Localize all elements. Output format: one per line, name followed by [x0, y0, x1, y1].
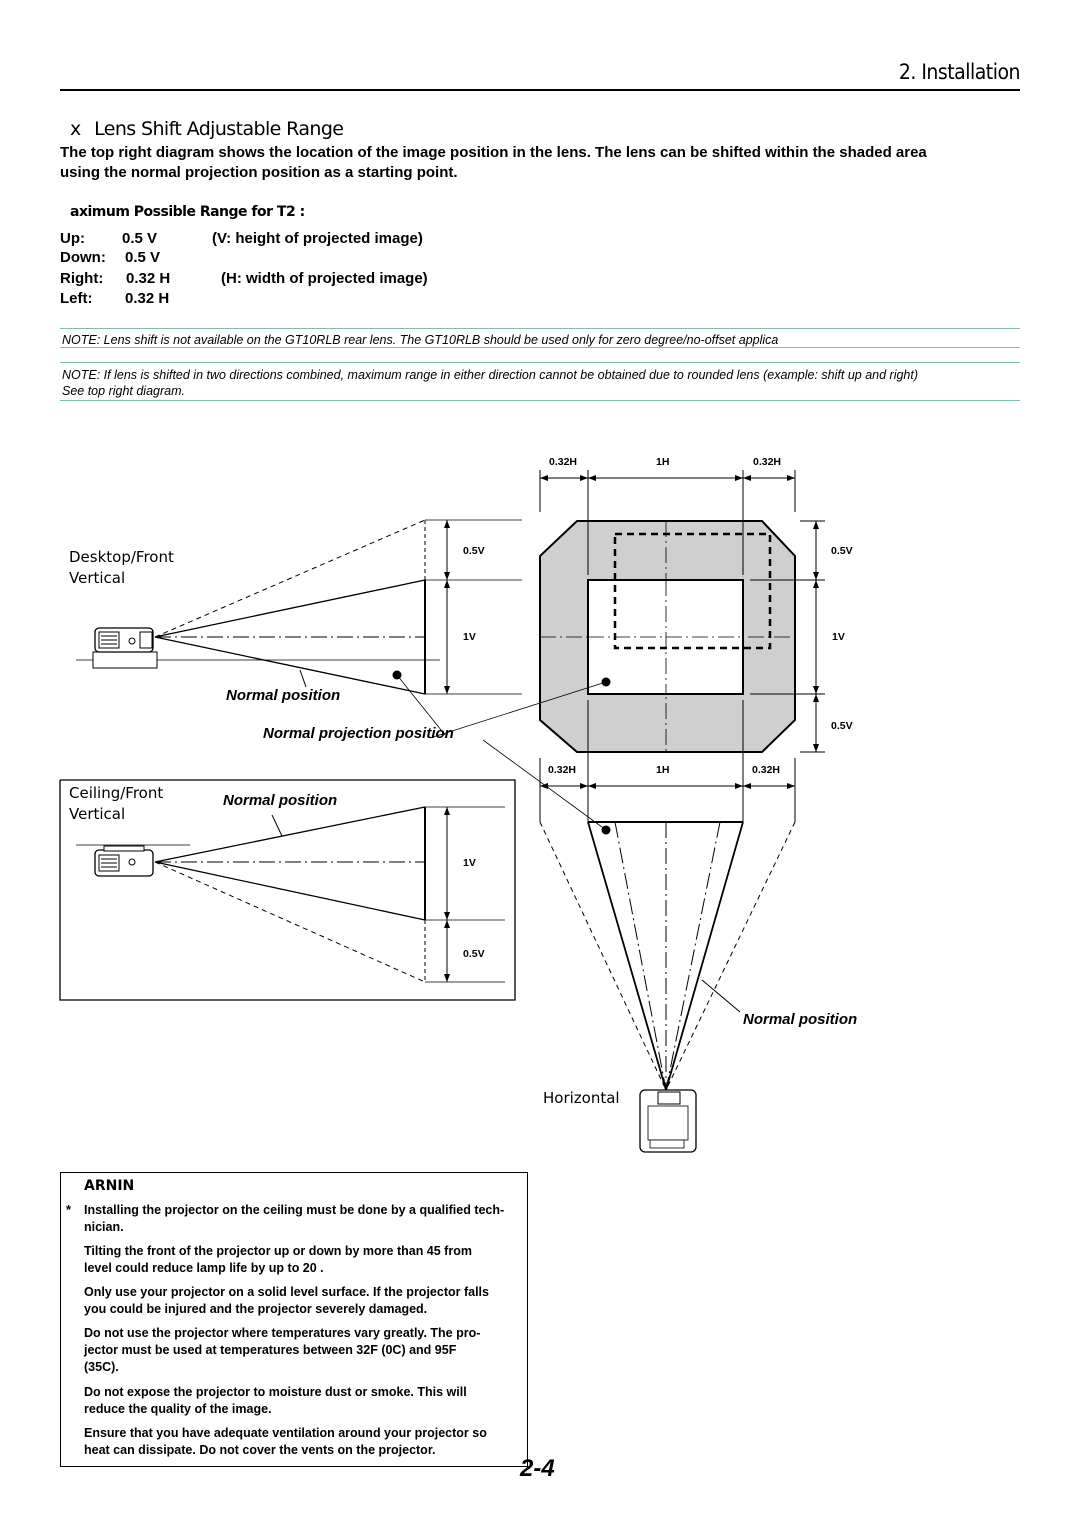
spec-right-dir: Right: — [60, 270, 104, 287]
max-range-title: aximum Possible Range for T2 : — [70, 204, 305, 220]
warning-title: ARNIN — [84, 1178, 135, 1194]
ceiling-front-label: Ceiling/Front — [69, 784, 164, 802]
normal-projection-position: Normal projection position — [263, 725, 454, 742]
warning-item: Installing the projector on the ceiling … — [84, 1203, 505, 1234]
dim-top-center: 1H — [656, 456, 670, 468]
spec-right-note: (H: width of projected image) — [221, 270, 428, 287]
dim-bottom-right: 0.32H — [752, 764, 781, 776]
dim-ceiling-middle: 1V — [463, 857, 476, 869]
dim-right-lower: 0.5V — [831, 720, 853, 732]
spec-down-dir: Down: — [60, 249, 106, 266]
note-rule — [60, 347, 1020, 348]
dim-desktop-middle: 1V — [463, 631, 476, 643]
dim-ceiling-lower: 0.5V — [463, 948, 485, 960]
section-title-text: Lens Shift Adjustable Range — [94, 118, 344, 140]
horizontal-label: Horizontal — [543, 1089, 620, 1107]
dim-right-middle: 1V — [832, 631, 845, 643]
warning-star: * — [66, 1202, 72, 1217]
header-rule — [60, 89, 1020, 91]
warning-item: Do not use the projector where temperatu… — [84, 1326, 481, 1374]
section-title: x Lens Shift Adjustable Range — [70, 118, 344, 140]
chapter-header: 2. Installation — [898, 60, 1021, 84]
page-number: 2-4 — [520, 1455, 555, 1482]
dim-right-upper: 0.5V — [831, 545, 853, 557]
note-1: NOTE: Lens shift is not available on the… — [62, 333, 779, 347]
desktop-vertical-label: Vertical — [69, 569, 126, 587]
spec-up-dir: Up: — [60, 230, 85, 247]
warning-item: Only use your projector on a solid level… — [84, 1285, 489, 1316]
warning-item: Do not expose the projector to moisture … — [84, 1385, 467, 1416]
spec-down-val: 0.5 V — [125, 249, 161, 266]
normal-position-desktop: Normal position — [226, 687, 341, 704]
warning-item: Tilting the front of the projector up or… — [84, 1244, 472, 1275]
note-rule — [60, 400, 1020, 401]
intro-paragraph: The top right diagram shows the location… — [60, 144, 927, 181]
note-rule — [60, 362, 1020, 363]
spec-left-dir: Left: — [60, 290, 93, 307]
note-rule — [60, 328, 1020, 329]
spec-up-val: 0.5 V — [122, 230, 158, 247]
section-bullet: x — [70, 118, 81, 140]
ceiling-vertical-label: Vertical — [69, 805, 126, 823]
normal-position-ceiling: Normal position — [223, 792, 338, 809]
dim-bottom-left: 0.32H — [548, 764, 577, 776]
warning-item: Ensure that you have adequate ventilatio… — [84, 1426, 487, 1457]
note-2: NOTE: If lens is shifted in two directio… — [62, 368, 919, 382]
dim-desktop-upper: 0.5V — [463, 545, 485, 557]
dim-bottom-center: 1H — [656, 764, 670, 776]
spec-up-note: (V: height of projected image) — [212, 230, 423, 247]
note-3: See top right diagram. — [62, 384, 185, 398]
spec-right-val: 0.32 H — [126, 270, 171, 287]
spec-left-val: 0.32 H — [125, 290, 170, 307]
dim-top-left: 0.32H — [549, 456, 578, 468]
warning-box — [60, 1172, 528, 1467]
dim-top-right: 0.32H — [753, 456, 782, 468]
normal-position-horizontal: Normal position — [743, 1011, 858, 1028]
desktop-front-label: Desktop/Front — [69, 548, 174, 566]
